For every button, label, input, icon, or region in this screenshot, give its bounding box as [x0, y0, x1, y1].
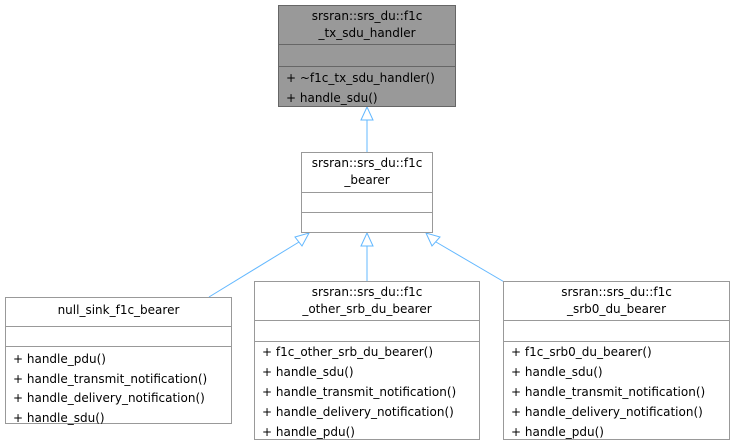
method: + ~f1c_tx_sdu_handler(): [286, 71, 435, 85]
class-title-line: _bearer: [344, 173, 390, 187]
method: + handle_transmit_notification(): [13, 371, 208, 386]
class-title-line: srsran::srs_du::f1c: [561, 285, 672, 299]
method: + handle_sdu(): [262, 365, 354, 379]
method: + handle_sdu(): [13, 410, 105, 425]
method: + handle_transmit_notification(): [511, 385, 706, 399]
class-title: srsran::srs_du::f1c _bearer: [302, 153, 432, 192]
class-f1c-other-srb-du-bearer[interactable]: srsran::srs_du::f1c _other_srb_du_bearer…: [254, 281, 480, 440]
arrowhead-tx-handler: [360, 105, 374, 121]
method: + handle_delivery_notification(): [13, 391, 205, 405]
class-title: srsran::srs_du::f1c _tx_sdu_handler: [279, 6, 455, 44]
method: + handle_sdu(): [286, 91, 378, 105]
class-title: srsran::srs_du::f1c _other_srb_du_bearer: [255, 282, 479, 320]
class-title-line: srsran::srs_du::f1c: [311, 9, 423, 23]
attributes-section: [255, 320, 479, 341]
method: + handle_pdu(): [262, 425, 355, 439]
class-f1c-bearer[interactable]: srsran::srs_du::f1c _bearer: [301, 152, 433, 233]
class-title-line: _srb0_du_bearer: [567, 302, 666, 316]
methods-section: + f1c_srb0_du_bearer() + handle_sdu() + …: [504, 341, 729, 442]
method: + handle_sdu(): [511, 365, 603, 379]
class-title-line: srsran::srs_du::f1c: [311, 285, 423, 299]
arrowhead-srb0: [425, 232, 441, 247]
class-null-sink-f1c-bearer[interactable]: null_sink_f1c_bearer + handle_pdu() + ha…: [5, 297, 232, 425]
class-title-line: _tx_sdu_handler: [318, 26, 416, 40]
class-title-line: srsran::srs_du::f1c: [311, 156, 423, 170]
attributes-section: [302, 192, 432, 212]
methods-section: + ~f1c_tx_sdu_handler() + handle_sdu(): [279, 66, 455, 108]
class-title-line: _other_srb_du_bearer: [302, 302, 432, 316]
arrowhead-null-sink: [294, 232, 311, 247]
attributes-section: [6, 326, 231, 346]
methods-section: + f1c_other_srb_du_bearer() + handle_sdu…: [255, 341, 479, 442]
methods-section: + handle_pdu() + handle_transmit_notific…: [6, 346, 231, 428]
method: + f1c_srb0_du_bearer(): [511, 345, 652, 359]
class-title: srsran::srs_du::f1c _srb0_du_bearer: [504, 282, 729, 320]
class-title-line: null_sink_f1c_bearer: [57, 303, 180, 317]
class-f1c-srb0-du-bearer[interactable]: srsran::srs_du::f1c _srb0_du_bearer + f1…: [503, 281, 730, 440]
method: + handle_delivery_notification(): [511, 405, 703, 419]
arrowhead-other-srb: [360, 231, 374, 247]
method: + handle_pdu(): [511, 425, 604, 439]
attributes-section: [504, 320, 729, 341]
method: + handle_transmit_notification(): [262, 385, 457, 399]
edge-null-sink-to-bearer: [208, 241, 300, 298]
method: + handle_pdu(): [13, 352, 106, 366]
edge-srb0-to-bearer: [435, 241, 507, 284]
methods-section: [302, 212, 432, 234]
class-title: null_sink_f1c_bearer: [6, 298, 231, 326]
attributes-section: [279, 44, 455, 66]
method: + handle_delivery_notification(): [262, 405, 454, 419]
method: + f1c_other_srb_du_bearer(): [262, 345, 434, 359]
class-f1c-tx-sdu-handler[interactable]: srsran::srs_du::f1c _tx_sdu_handler + ~f…: [278, 5, 456, 107]
